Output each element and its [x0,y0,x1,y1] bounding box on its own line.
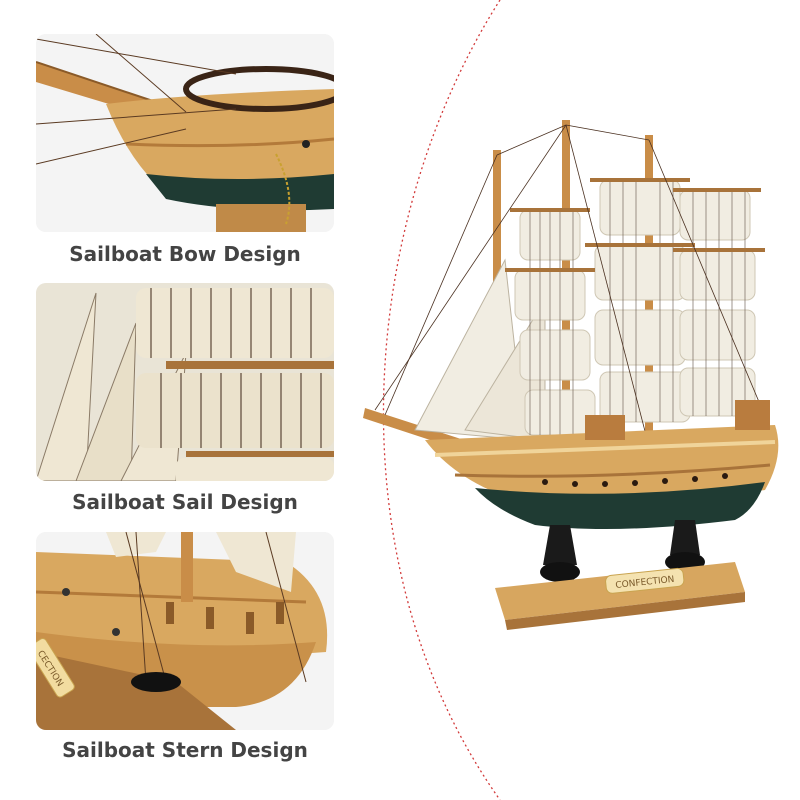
sail-detail-photo [36,283,334,481]
sail-caption: Sailboat Sail Design [72,490,298,514]
bow-caption: Sailboat Bow Design [69,242,301,266]
stern-caption: Sailboat Stern Design [62,738,308,762]
stern-detail-photo: CECTION [36,532,334,730]
ship-model-photo: CONFECTION [355,110,795,630]
bow-detail-photo [36,34,334,232]
